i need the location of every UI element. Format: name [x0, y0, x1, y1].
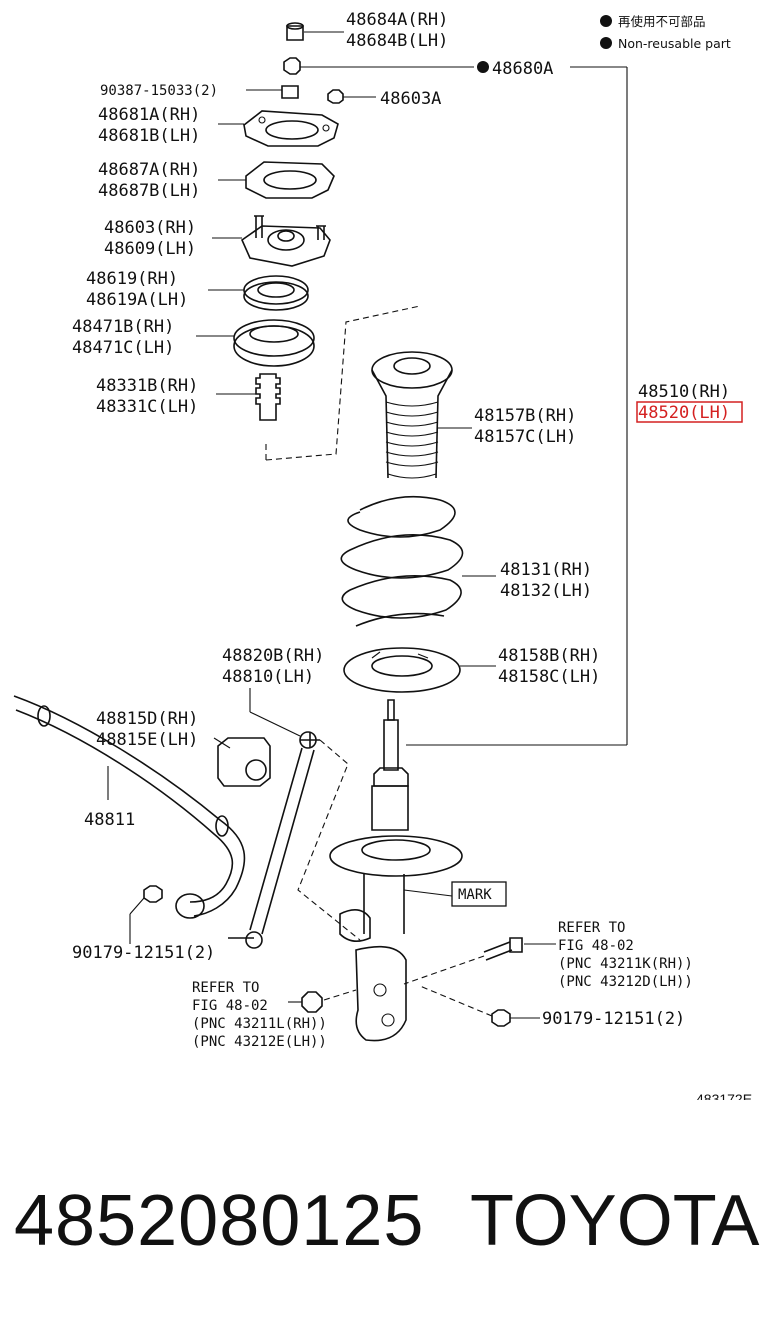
label-48510: 48510(RH) [638, 382, 730, 402]
label-48603a: 48603A [380, 89, 441, 109]
coil-spring-part [340, 495, 496, 627]
stabilizer-bushing-part [213, 737, 271, 787]
shock-absorber-part [329, 699, 627, 1042]
support-plate-part [218, 110, 339, 147]
mark-box [451, 881, 507, 907]
strut-mount-part [212, 215, 331, 267]
label-48471c: 48471C(LH) [72, 338, 174, 358]
label-48331b: 48331B(RH) [96, 376, 198, 396]
refer2-line3: (PNC 43211L(RH)) [192, 1016, 327, 1032]
label-48619: 48619(RH) [86, 269, 178, 289]
label-48157b: 48157B(RH) [474, 406, 576, 426]
refer2-line4: (PNC 43212E(LH)) [192, 1034, 327, 1050]
label-mark: MARK [458, 887, 492, 903]
label-48681b: 48681B(LH) [98, 126, 200, 146]
label-48684a: 48684A(RH) [346, 10, 448, 30]
highlight-box [636, 401, 743, 423]
label-48603: 48603(RH) [104, 218, 196, 238]
footer: 4852080125 TOYOTA [0, 1180, 760, 1300]
label-48158c: 48158C(LH) [498, 667, 600, 687]
dust-boot-part [371, 351, 472, 479]
label-48157c: 48157C(LH) [474, 427, 576, 447]
label-48820b: 48820B(RH) [222, 646, 324, 666]
gasket-part [218, 161, 335, 199]
spring-insulator-part [196, 319, 315, 367]
label-48810: 48810(LH) [222, 667, 314, 687]
label-48681a: 48681A(RH) [98, 105, 200, 125]
brand-name: TOYOTA [470, 1181, 760, 1261]
label-48811: 48811 [84, 810, 135, 830]
dust-cap-part [286, 22, 344, 41]
legend-en: Non-reusable part [618, 36, 731, 51]
legend: 再使用不可部品 Non-reusable part [600, 14, 731, 51]
label-48815e: 48815E(LH) [96, 730, 198, 750]
figure-code: 483172E [696, 1091, 752, 1100]
label-48471b: 48471B(RH) [72, 317, 174, 337]
nut-48603a-part [327, 89, 376, 104]
label-48132: 48132(LH) [500, 581, 592, 601]
label-48158b: 48158B(RH) [498, 646, 600, 666]
refer1-line3: (PNC 43211K(RH)) [558, 956, 693, 972]
label-90387: 90387-15033(2) [100, 83, 218, 99]
label-48687a: 48687A(RH) [98, 160, 200, 180]
bearing-part [208, 275, 309, 311]
refer1-line4: (PNC 43212D(LH)) [558, 974, 693, 990]
refer2-line1: REFER TO [192, 980, 259, 996]
mounting-bolt-part [403, 937, 556, 985]
non-reusable-dot-icon [600, 15, 612, 27]
nut-90179-right-part [419, 985, 540, 1027]
label-48331c: 48331C(LH) [96, 397, 198, 417]
non-reusable-dot-icon [600, 37, 612, 49]
refer2-line2: FIG 48-02 [192, 998, 268, 1014]
group-outline [265, 305, 421, 461]
stabilizer-bar-part [13, 695, 246, 919]
parts-diagram: 再使用不可部品 Non-reusable part 48684A(RH) 486… [13, 10, 752, 1100]
mounting-nut-part [288, 989, 357, 1013]
label-48680a: 48680A [492, 59, 553, 79]
bump-stop-part [216, 373, 281, 421]
refer1-line1: REFER TO [558, 920, 625, 936]
label-48815d: 48815D(RH) [96, 709, 198, 729]
nut-48680a-part [283, 57, 628, 745]
non-reusable-dot-icon [477, 61, 489, 73]
part-number: 4852080125 [14, 1181, 425, 1261]
nut-90179-left-part [129, 885, 163, 944]
label-48619a: 48619A(LH) [86, 290, 188, 310]
lower-insulator-part [343, 647, 496, 693]
label-48131: 48131(RH) [500, 560, 592, 580]
collar-part [246, 85, 299, 99]
stabilizer-link-part [228, 688, 361, 949]
label-48687b: 48687B(LH) [98, 181, 200, 201]
label-48520-highlighted: 48520(LH) [638, 403, 730, 423]
label-48609: 48609(LH) [104, 239, 196, 259]
label-90179-right: 90179-12151(2) [542, 1009, 685, 1029]
label-48684b: 48684B(LH) [346, 31, 448, 51]
legend-jp: 再使用不可部品 [618, 14, 706, 29]
refer1-line2: FIG 48-02 [558, 938, 634, 954]
label-90179-left: 90179-12151(2) [72, 943, 215, 963]
